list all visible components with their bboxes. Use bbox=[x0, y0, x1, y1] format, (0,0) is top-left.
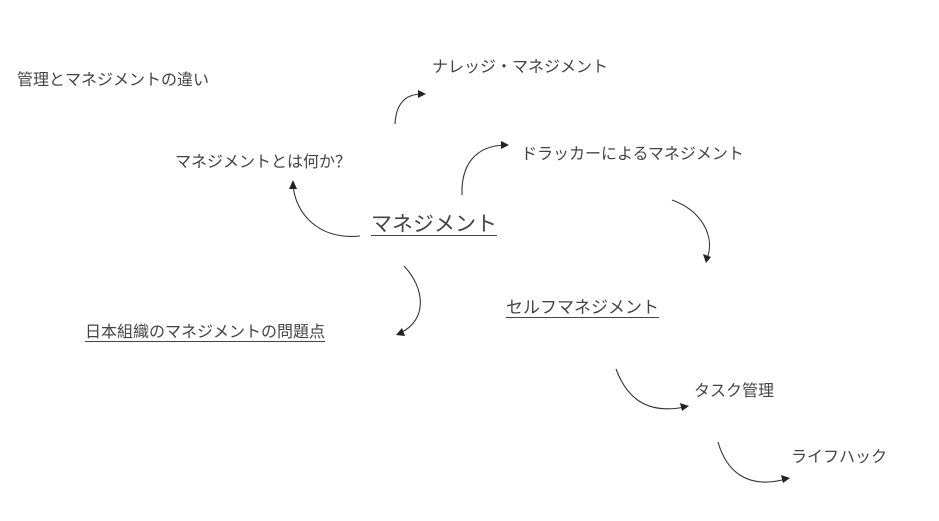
arrow-to-task-management bbox=[615, 368, 689, 411]
node-kanri-to-management: 管理とマネジメントの違い bbox=[17, 70, 210, 89]
arrow-to-what-is-management bbox=[289, 180, 361, 237]
node-life-hack: ライフハック bbox=[791, 447, 888, 466]
node-task-management: タスク管理 bbox=[694, 381, 775, 400]
node-japan-org-problems[interactable]: 日本組織のマネジメントの問題点 bbox=[85, 322, 326, 341]
arrow-to-drucker bbox=[461, 141, 509, 196]
node-management-central[interactable]: マネジメント bbox=[371, 212, 497, 236]
node-self-management[interactable]: セルフマネジメント bbox=[506, 298, 659, 318]
node-knowledge-management: ナレッジ・マネジメント bbox=[432, 57, 609, 76]
arrow-to-self-management bbox=[671, 199, 711, 263]
arrow-to-japan-org-problems bbox=[396, 265, 421, 336]
node-drucker-management: ドラッカーによるマネジメント bbox=[521, 144, 744, 163]
node-what-is-management: マネジメントとは何か？ bbox=[175, 152, 352, 171]
arrow-to-life-hack bbox=[717, 441, 790, 483]
arrow-to-knowledge-management bbox=[394, 90, 426, 125]
